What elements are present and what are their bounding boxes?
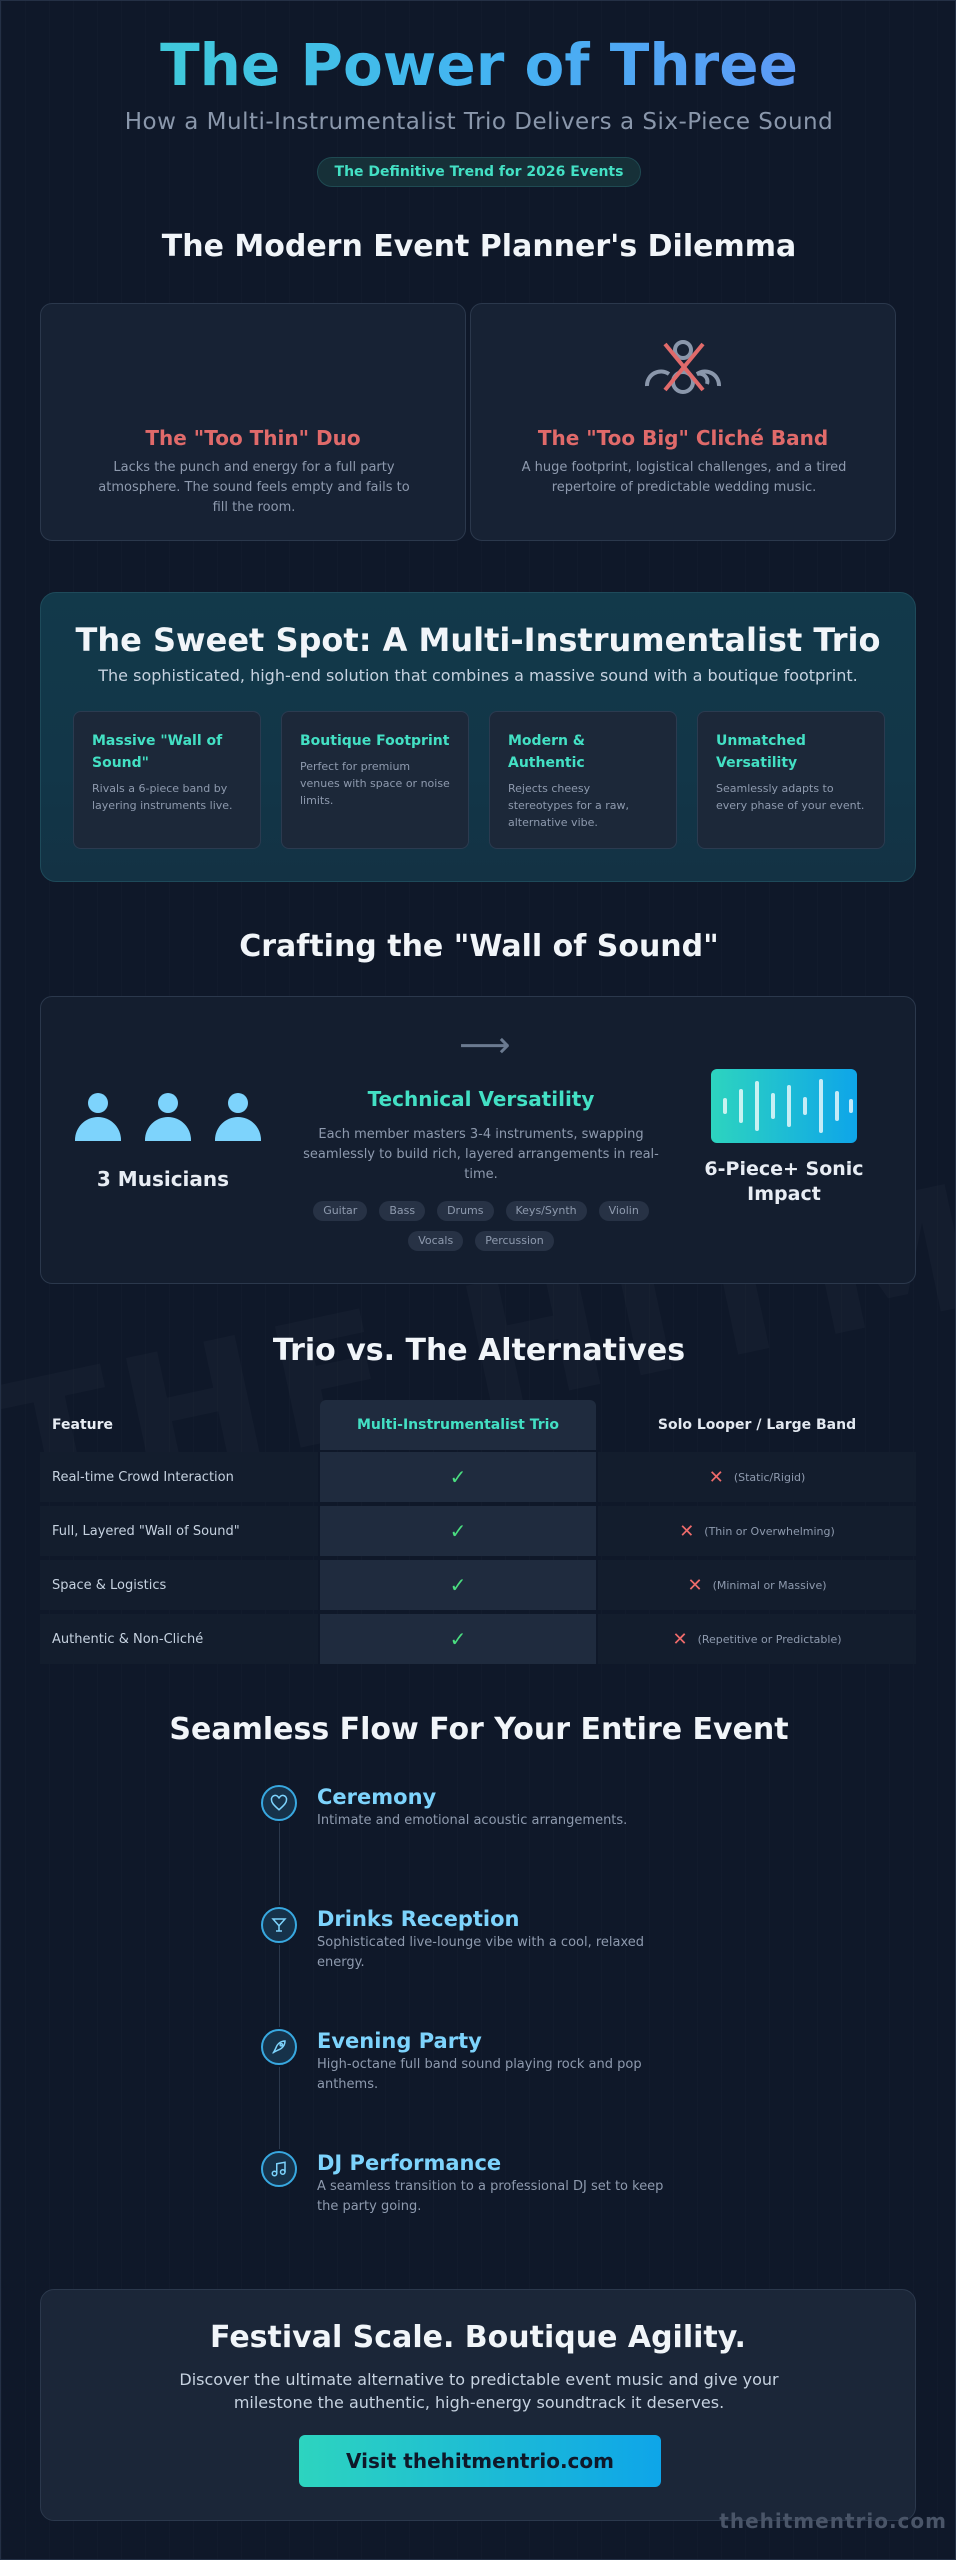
check-icon: ✓ [320,1506,596,1556]
wall-section-title: Crafting the "Wall of Sound" [239,929,719,964]
flow-step-title: Drinks Reception [317,1907,520,1931]
instrument-tags: Guitar Bass Drums Keys/Synth Violin Voca… [281,1201,681,1251]
flow-step-description: A seamless transition to a professional … [317,2179,664,2214]
trend-badge: The Definitive Trend for 2026 Events [317,157,641,187]
row-feature: Full, Layered "Wall of Sound" [40,1506,318,1556]
header-feature: Feature [52,1417,113,1433]
header-trio: Multi-Instrumentalist Trio [320,1400,596,1450]
person-icon [75,1093,121,1143]
alt-note: (Repetitive or Predictable) [697,1632,842,1646]
table-row: Space & Logistics ✓ ✕ (Minimal or Massive… [40,1560,916,1610]
table-header-row: Feature Multi-Instrumentalist Trio Solo … [40,1400,916,1450]
flow-step-description: High-octane full band sound playing rock… [317,2057,642,2092]
table-row: Real-time Crowd Interaction ✓ ✕ (Static/R… [40,1452,916,1502]
table-row: Full, Layered "Wall of Sound" ✓ ✕ (Thin o… [40,1506,916,1556]
feature-description: Perfect for premium venues with space or… [300,760,450,807]
musicians-label: 3 Musicians [96,1167,230,1191]
flow-step-title: Evening Party [317,2029,482,2053]
person-icon [215,1093,261,1143]
feature-title: Modern & Authentic [508,733,586,771]
dilemma-card-title: The "Too Big" Cliché Band [537,426,829,450]
flow-step-description: Sophisticated live-lounge vibe with a co… [317,1935,645,1970]
dilemma-card-description: Lacks the punch and energy for a full pa… [98,460,410,515]
cta-panel: Festival Scale. Boutique Agility. Discov… [40,2289,916,2521]
arrow-right-icon: ⟶ [459,1025,511,1066]
feature-card: Modern & Authentic Rejects cheesy stereo… [489,711,677,849]
alt-note: (Static/Rigid) [733,1470,806,1484]
person-icon [145,1093,191,1143]
dilemma-card-band: The "Too Big" Cliché Band A huge footpri… [470,303,896,541]
instrument-tag: Percussion [475,1231,554,1251]
flow-step-title: DJ Performance [317,2151,502,2175]
dilemma-card-title: The "Too Thin" Duo [145,426,361,450]
header-alternatives: Solo Looper / Large Band [657,1417,857,1433]
timeline-connector [279,1823,280,1905]
check-icon: ✓ [320,1452,596,1502]
feature-description: Seamlessly adapts to every phase of your… [716,782,865,812]
timeline-connector [279,1945,280,2027]
users-crossed-icon [41,338,552,398]
feature-title: Unmatched Versatility [716,733,806,771]
cross-icon: ✕ [679,1520,695,1542]
feature-card: Boutique Footprint Perfect for premium v… [281,711,469,849]
cross-icon: ✕ [708,1466,724,1488]
cross-icon: ✕ [672,1628,688,1650]
rocket-icon [261,2029,297,2065]
heart-icon [261,1785,297,1821]
table-row: Authentic & Non-Cliché ✓ ✕ (Repetitive or… [40,1614,916,1664]
sweet-spot-panel: The Sweet Spot: A Multi-Instrumentalist … [40,592,916,882]
sweet-spot-title: The Sweet Spot: A Multi-Instrumentalist … [75,621,881,659]
dilemma-section-title: The Modern Event Planner's Dilemma [161,229,797,264]
dilemma-card-duo: The "Too Thin" Duo Lacks the punch and e… [40,303,552,541]
feature-description: Rivals a 6-piece band by layering instru… [92,782,233,812]
alt-note: (Minimal or Massive) [712,1578,827,1592]
alt-note: (Thin or Overwhelming) [704,1524,835,1538]
check-icon: ✓ [320,1614,596,1664]
row-feature: Authentic & Non-Cliché [40,1614,318,1664]
visit-website-button[interactable]: Visit thehitmentrio.com [299,2435,661,2487]
dilemma-card-description: A huge footprint, logistical challenges,… [521,460,847,495]
flow-section-title: Seamless Flow For Your Entire Event [169,1712,789,1747]
hero-subtitle: How a Multi-Instrumentalist Trio Deliver… [124,109,834,135]
group-crossed-icon [471,338,895,398]
cta-description: Discover the ultimate alternative to pre… [179,2370,779,2412]
sweet-spot-subtitle: The sophisticated, high-end solution tha… [98,666,858,685]
timeline-connector [279,2067,280,2149]
check-icon: ✓ [320,1560,596,1610]
cocktail-icon [261,1907,297,1943]
instrument-tag: Guitar [313,1201,368,1221]
flow-step-description: Intimate and emotional acoustic arrangem… [317,1813,628,1828]
instrument-tag: Violin [598,1201,649,1221]
feature-title: Massive "Wall of Sound" [92,733,223,771]
instrument-tag: Vocals [408,1231,464,1251]
sonic-impact-label: 6-Piece+ Sonic Impact [704,1158,864,1205]
cta-title: Festival Scale. Boutique Agility. [210,2320,746,2355]
technical-versatility-title: Technical Versatility [367,1087,595,1111]
instrument-tag: Drums [437,1201,494,1221]
flow-step-title: Ceremony [317,1785,437,1809]
instrument-tag: Keys/Synth [505,1201,587,1221]
feature-title: Boutique Footprint [300,733,450,749]
row-feature: Space & Logistics [40,1560,318,1610]
wall-of-sound-panel: 3 Musicians ⟶ Technical Versatility Each… [40,996,916,1284]
comparison-section-title: Trio vs. The Alternatives [272,1333,686,1368]
hero-title: The Power of Three [1,31,955,99]
feature-card: Unmatched Versatility Seamlessly adapts … [697,711,885,849]
footer-url: thehitmentrio.com [719,2509,947,2533]
instrument-tag: Bass [379,1201,426,1221]
technical-versatility-description: Each member masters 3-4 instruments, swa… [303,1127,659,1182]
feature-description: Rejects cheesy stereotypes for a raw, al… [508,782,630,829]
cross-icon: ✕ [687,1574,703,1596]
feature-card: Massive "Wall of Sound" Rivals a 6-piece… [73,711,261,849]
sound-wave-icon [711,1069,857,1143]
music-note-icon [261,2151,297,2187]
row-feature: Real-time Crowd Interaction [40,1452,318,1502]
